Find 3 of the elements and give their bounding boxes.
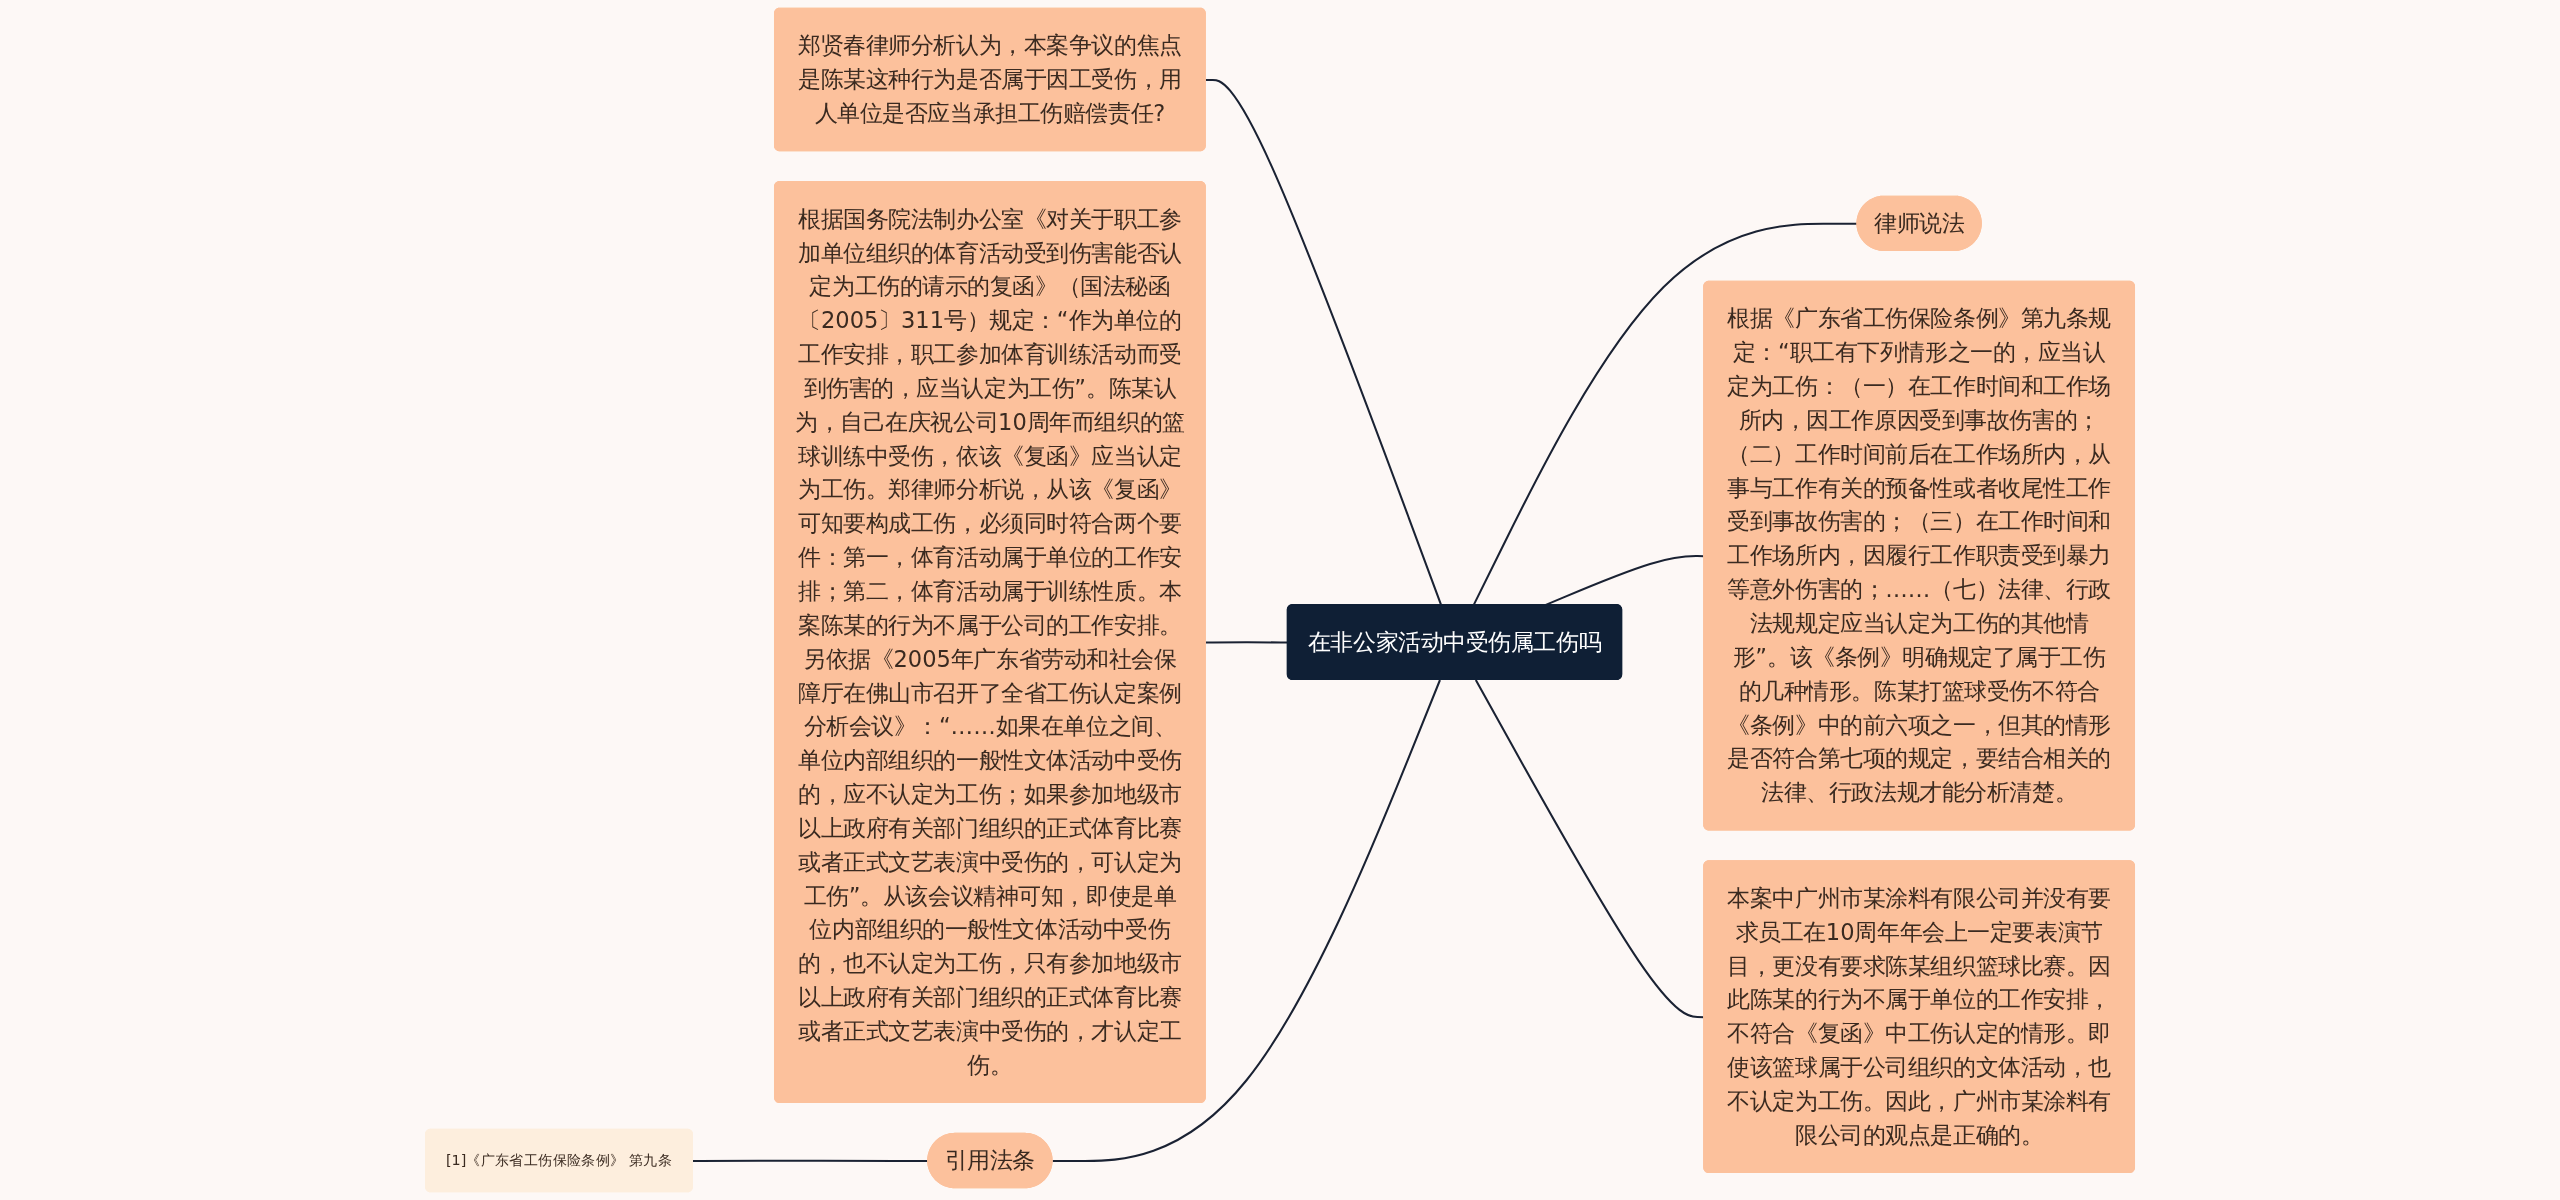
connector	[1205, 78, 1443, 606]
connector	[1205, 641, 1288, 644]
connector	[1052, 679, 1441, 1163]
